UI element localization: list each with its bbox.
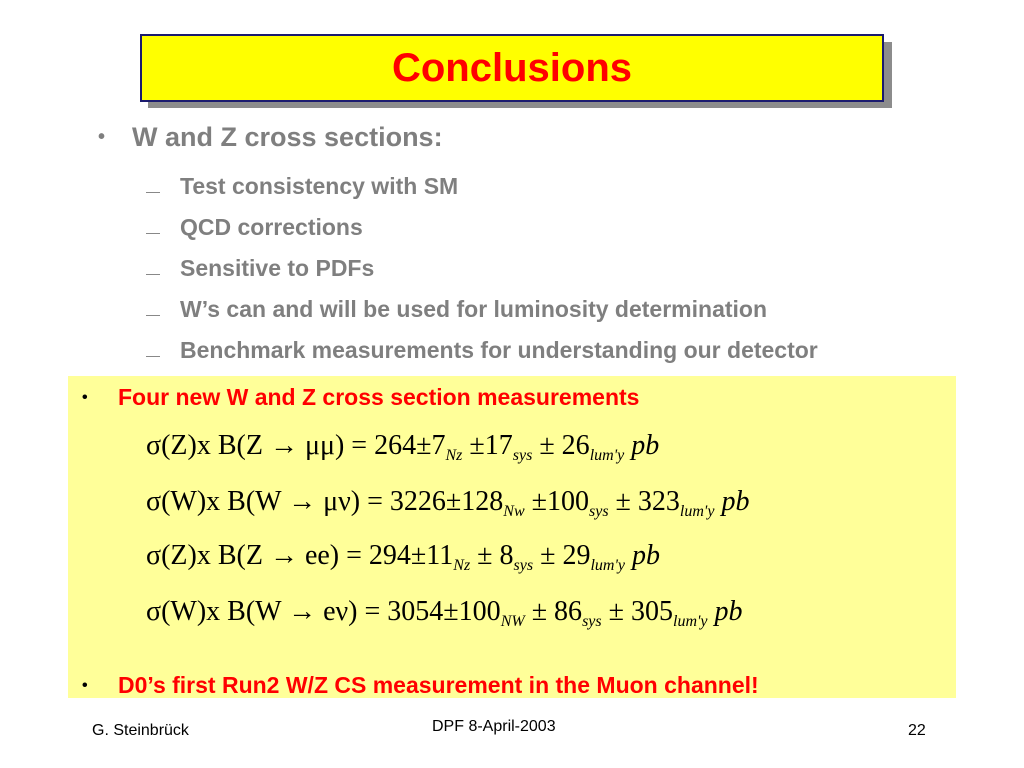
- bullet-dot-icon: •: [82, 676, 88, 694]
- formula-lhs: σ(W)x B(W → μν): [146, 486, 361, 517]
- formula-value: = 264±7: [344, 430, 446, 461]
- formula-lum: ± 323: [608, 486, 680, 517]
- sub-item-text: Sensitive to PDFs: [180, 255, 375, 281]
- formula-sys: ±100: [524, 486, 589, 517]
- sub-item-text: Test consistency with SM: [180, 173, 459, 199]
- formula-sub: lum'y: [679, 503, 715, 520]
- conclusion-text: D0’s first Run2 W/Z CS measurement in th…: [118, 672, 759, 698]
- formula-lhs: σ(Z)x B(Z → ee): [146, 540, 340, 571]
- formula-lhs: σ(Z)x B(Z → μμ): [146, 430, 345, 461]
- highlight-heading: • Four new W and Z cross section measure…: [82, 384, 639, 411]
- formula-value: = 294±11: [339, 540, 454, 571]
- formula-sub: sys: [513, 557, 534, 574]
- formula-sys: ± 8: [470, 540, 514, 571]
- formula-lum: ± 29: [533, 540, 591, 571]
- sub-bullet-list: — Test consistency with SM — QCD correct…: [146, 166, 1006, 371]
- dash-bullet-icon: —: [146, 305, 160, 322]
- dash-bullet-icon: —: [146, 346, 160, 363]
- footer-event: DPF 8-April-2003: [432, 718, 556, 735]
- formula-sub: sys: [588, 503, 609, 520]
- formula-sub: Nz: [453, 557, 471, 574]
- highlight-box: [68, 376, 956, 698]
- bullet-dot-icon: •: [82, 388, 88, 406]
- formula-value: = 3054±100: [357, 596, 501, 627]
- formula-z-ee: σ(Z)x B(Z → ee) = 294±11Nz ± 8sys ± 29lu…: [146, 540, 660, 575]
- formula-sub: lum'y: [589, 447, 625, 464]
- sub-item-text: W’s can and will be used for luminosity …: [180, 296, 768, 322]
- dash-bullet-icon: —: [146, 264, 160, 281]
- bullet-dot-icon: •: [98, 126, 106, 148]
- dash-bullet-icon: —: [146, 182, 160, 199]
- formula-unit: pb: [714, 486, 750, 517]
- formula-sub: sys: [512, 447, 533, 464]
- formula-sys: ±17: [462, 430, 513, 461]
- list-item: — Sensitive to PDFs: [146, 248, 1006, 289]
- main-bullet-text: W and Z cross sections:: [132, 122, 443, 152]
- formula-unit: pb: [625, 540, 661, 571]
- main-bullet: • W and Z cross sections:: [98, 122, 443, 153]
- list-item: — Test consistency with SM: [146, 166, 1006, 207]
- title-box: Conclusions: [140, 34, 884, 102]
- dash-bullet-icon: —: [146, 223, 160, 240]
- formula-w-munu: σ(W)x B(W → μν) = 3226±128Nw ±100sys ± 3…: [146, 486, 749, 521]
- sub-item-text: Benchmark measurements for understanding…: [180, 337, 818, 363]
- sub-item-text: QCD corrections: [180, 214, 363, 240]
- highlight-heading-text: Four new W and Z cross section measureme…: [118, 384, 640, 410]
- footer-page-number: 22: [908, 722, 926, 739]
- formula-w-enu: σ(W)x B(W → eν) = 3054±100NW ± 86sys ± 3…: [146, 596, 743, 631]
- formula-sub: NW: [500, 613, 525, 630]
- formula-unit: pb: [624, 430, 660, 461]
- formula-sys: ± 86: [524, 596, 583, 627]
- slide-title: Conclusions: [391, 45, 633, 90]
- list-item: — QCD corrections: [146, 207, 1006, 248]
- formula-unit: pb: [707, 596, 743, 627]
- formula-sub: Nw: [503, 503, 525, 520]
- formula-sub: Nz: [445, 447, 463, 464]
- highlight-conclusion: • D0’s first Run2 W/Z CS measurement in …: [82, 672, 759, 699]
- formula-sub: lum'y: [590, 557, 626, 574]
- list-item: — Benchmark measurements for understandi…: [146, 330, 1006, 371]
- formula-value: = 3226±128: [360, 486, 504, 517]
- formula-z-mumu: σ(Z)x B(Z → μμ) = 264±7Nz ±17sys ± 26lum…: [146, 430, 659, 465]
- formula-lum: ± 305: [601, 596, 673, 627]
- footer-author: G. Steinbrück: [92, 722, 189, 739]
- list-item: — W’s can and will be used for luminosit…: [146, 289, 1006, 330]
- formula-sub: lum'y: [673, 613, 708, 630]
- formula-lum: ± 26: [532, 430, 590, 461]
- formula-sub: sys: [582, 613, 602, 630]
- formula-lhs: σ(W)x B(W → eν): [146, 596, 358, 627]
